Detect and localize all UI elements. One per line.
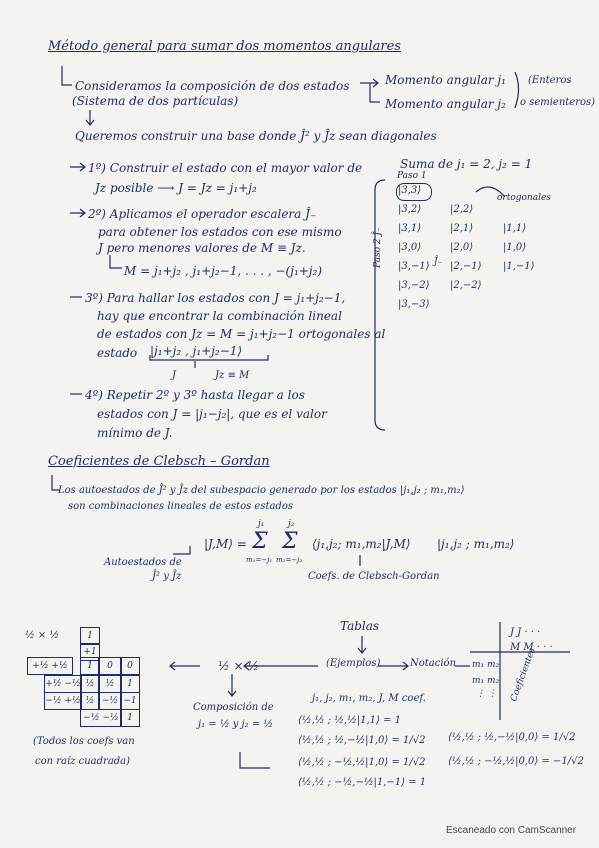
cg-line-2: son combinaciones lineales de estos esta… xyxy=(68,501,293,512)
cg-autoestados-1: Autoestados de xyxy=(104,557,182,568)
notacion-m-2: m₁ m₂ xyxy=(472,676,500,686)
ket-j2-0: |2,2⟩ xyxy=(450,204,474,215)
ejemplos-label: (Ejemplos) xyxy=(326,658,381,669)
cg-cell-2: +½ +½ xyxy=(27,657,73,675)
ket-j3-2: |3,1⟩ xyxy=(398,223,422,234)
cg-sum-top-2: j₂ xyxy=(288,519,295,529)
coef-head: j₁, j₂, m₁, m₂, J, M coef. xyxy=(312,693,426,704)
ket-j1-2: |1,−1⟩ xyxy=(503,261,535,272)
cg-ket: |j₁,j₂ ; m₁,m₂⟩ xyxy=(437,537,515,551)
notacion-label: Notación xyxy=(410,658,457,669)
example-jminus: Ĵ₋ xyxy=(434,257,443,267)
cg-cell-5: 0 xyxy=(120,657,140,675)
notacion-dots: ⋮ ⋮ xyxy=(476,689,497,699)
cg-cell-15: 1 xyxy=(120,709,140,727)
intro-line-1: Consideramos la composición de dos estad… xyxy=(75,79,350,93)
coef-e4: ⟨½,½ ; −½,−½|1,−1⟩ = 1 xyxy=(298,777,427,788)
cg-cell-10: −½ +½ xyxy=(44,692,82,710)
example-header: Suma de j₁ = 2, j₂ = 1 xyxy=(400,157,533,171)
step1-a: 1º) Construir el estado con el mayor val… xyxy=(88,161,363,175)
cg-sum-top-1: j₁ xyxy=(258,519,265,529)
ket-j3-1: |3,2⟩ xyxy=(398,204,422,215)
coef-e6: ⟨½,½ ; −½,½|0,0⟩ = −1/√2 xyxy=(448,756,584,767)
todos-1: (Todos los coefs van xyxy=(33,736,135,747)
ket-j2-4: |2,−2⟩ xyxy=(450,280,482,291)
footer-watermark: Escaneado con CamScanner xyxy=(446,825,577,836)
step3-b: hay que encontrar la combinación lineal xyxy=(97,309,342,323)
cg-sum-1: Σ xyxy=(252,529,268,554)
ket-j1-1: |1,0⟩ xyxy=(503,242,527,253)
step2-b: para obtener los estados con ese mismo xyxy=(98,225,342,239)
notacion-MM: M M · · · xyxy=(510,642,553,653)
intro-arrow-1: Momento angular j₁ xyxy=(385,73,506,87)
step2-a: 2º) Aplicamos el operador escalera Ĵ₋ xyxy=(88,207,317,221)
cg-cell-3: 1 xyxy=(80,657,100,675)
grid-title: ½ × ½ xyxy=(25,630,60,641)
coef-e1: ⟨½,½ ; ½,½|1,1⟩ = 1 xyxy=(298,715,402,726)
cg-autoestados-2: Ĵ² y Ĵz xyxy=(152,571,182,582)
step3-d: estado xyxy=(97,346,138,360)
goal-line: Queremos construir una base donde Ĵ² y Ĵ… xyxy=(75,129,437,143)
cg-line-1: Los autoestados de Ĵ² y Ĵz del subespaci… xyxy=(58,485,465,496)
step4-c: mínimo de J. xyxy=(97,426,173,440)
arrow-intro xyxy=(61,66,72,86)
cg-sum-bot-2: m₂=−j₂ xyxy=(276,556,303,564)
ket-j1-0: |1,1⟩ xyxy=(503,223,527,234)
cg-cell-1: +1 xyxy=(80,643,100,661)
example-circle xyxy=(396,183,432,201)
ket-j3-0: |3,3⟩ xyxy=(398,185,422,196)
coef-e5: ⟨½,½ ; ½,−½|0,0⟩ = 1/√2 xyxy=(448,732,576,743)
ket-j3-4: |3,−1⟩ xyxy=(398,261,430,272)
cg-cell-4: 0 xyxy=(98,657,122,675)
half-x-half: ½ × ½ xyxy=(218,659,259,673)
step2-d: M = j₁+j₂ , j₁+j₂−1, . . . , −(j₁+j₂) xyxy=(124,264,323,278)
cg-sum-bot-1: m₁=−j₁ xyxy=(246,556,273,564)
example-paso1: Paso 1 xyxy=(397,171,427,181)
step1-b: Jz posible ⟶ J = Jz = j₁+j₂ xyxy=(95,181,257,195)
step2-c: J pero menores valores de M ≡ Jz. xyxy=(98,241,306,255)
ket-j2-1: |2,1⟩ xyxy=(450,223,474,234)
cg-cell-0: 1 xyxy=(80,627,100,645)
page-title: Método general para sumar dos momentos a… xyxy=(48,39,401,54)
intro-bracket-1: (Enteros xyxy=(528,75,572,86)
cg-cell-14: −½ −½ xyxy=(80,709,122,727)
example-ortho: ortogonales xyxy=(497,193,551,203)
cg-formula-lhs: |J,M⟩ = xyxy=(204,537,247,551)
notacion-m-1: m₁ m₂ xyxy=(472,660,500,670)
coef-e2: ⟨½,½ ; ½,−½|1,0⟩ = 1/√2 xyxy=(298,735,426,746)
step3-c: de estados con Jz = M = j₁+j₂−1 ortogona… xyxy=(97,327,386,341)
ket-j2-2: |2,0⟩ xyxy=(450,242,474,253)
step3-M: Jz ≡ M xyxy=(215,370,250,381)
coef-e3: ⟨½,½ ; −½,½|1,0⟩ = 1/√2 xyxy=(298,757,426,768)
cg-heading: Coeficientes de Clebsch – Gordan xyxy=(48,454,270,469)
step3-J: J xyxy=(172,370,177,381)
step4-b: estados con J = |j₁−j₂|, que es el valor xyxy=(97,407,327,421)
todos-2: con raíz cuadrada) xyxy=(35,756,131,767)
ket-j2-3: |2,−1⟩ xyxy=(450,261,482,272)
cg-bracket: ⟨j₁,j₂; m₁,m₂|J,M⟩ xyxy=(312,537,411,551)
cg-coefs-label: Coefs. de Clebsch-Gordan xyxy=(308,571,440,582)
ket-j3-5: |3,−2⟩ xyxy=(398,280,430,291)
step3-a: 3º) Para hallar los estados con J = j₁+j… xyxy=(85,291,346,305)
intro-bracket-2: o semienteros) xyxy=(520,97,596,108)
notacion-JJ: J J · · · xyxy=(510,627,541,638)
tablas-label: Tablas xyxy=(340,619,380,633)
step4-a: 4º) Repetir 2º y 3º hasta llegar a los xyxy=(85,388,305,402)
composicion-2: j₁ = ½ y j₂ = ½ xyxy=(198,719,274,730)
intro-line-2: (Sistema de dos partículas) xyxy=(72,94,239,108)
composicion-1: Composición de xyxy=(193,702,274,713)
cg-sum-2: Σ xyxy=(282,529,298,554)
ket-j3-6: |3,−3⟩ xyxy=(398,299,430,310)
intro-arrow-2: Momento angular j₂ xyxy=(385,97,506,111)
ket-j3-3: |3,0⟩ xyxy=(398,242,422,253)
step3-ket: |j₁+j₂ , j₁+j₂−1⟩ xyxy=(150,344,243,358)
